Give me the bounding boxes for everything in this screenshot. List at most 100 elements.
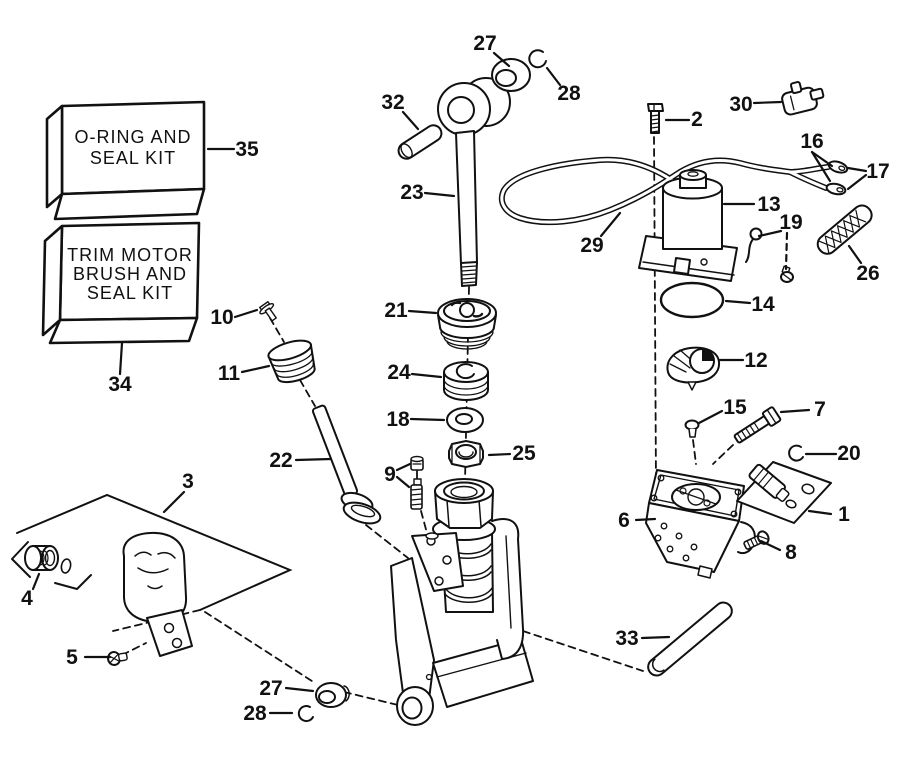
washer [446,407,484,433]
lower-bushing [315,682,350,708]
callout-leader-33-0 [640,635,671,640]
callout-20-26: 20 [837,442,860,465]
valve-cap [410,455,424,471]
callout-leader-21-0 [407,309,438,315]
callout-4-31: 4 [21,587,33,610]
mount-bolt [647,103,664,134]
kit-34-line-3: SEAL KIT [87,283,173,303]
needle-valve [410,478,423,510]
callout-13-8: 13 [757,193,780,216]
callout-leader-29-0 [599,211,622,238]
kit-box-trim-motor-brush [41,221,201,345]
callout-leader-27-0 [492,51,511,68]
callout-32-2: 32 [381,91,404,114]
callout-12-15: 12 [744,349,767,372]
callout-9-25: 9 [384,463,396,486]
callout-leader-11-0 [240,364,271,374]
pump-filter [666,346,721,391]
callout-17-7: 17 [866,160,889,183]
callout-leader-8-0 [759,539,782,552]
callout-leader-26-0 [847,244,863,265]
stern-bracket-outline [16,493,293,611]
manifold-bolt [733,406,782,444]
callout-28-1: 28 [557,82,581,105]
callout-leader-9-1 [395,475,411,489]
reservoir-screw [259,301,277,322]
callout-leader-17-0 [846,166,868,173]
callout-leader-6-0 [634,517,657,522]
callout-26-11: 26 [856,262,879,285]
callout-leader-16-0 [810,150,834,168]
callout-2-4: 2 [691,108,703,131]
callout-6-29: 6 [618,509,630,532]
kit-34-line-2: BRUSH AND [73,264,187,284]
callout-layer: 2728322323016171319292614211012241134351… [21,32,890,725]
piston [443,361,489,401]
callout-1-28: 1 [838,503,850,526]
cylinder-body [390,478,534,726]
callout-leader-28-0 [545,66,562,87]
cylinder-end-cap [437,298,497,350]
callout-33-33: 33 [615,627,638,650]
callout-leader-16-1 [810,150,832,183]
fill-plug [267,339,316,384]
callout-leader-3-0 [162,490,186,514]
thrust-bushing [11,541,92,590]
callout-leader-17-1 [846,173,868,191]
pivot-pin [397,124,443,160]
callout-16-6: 16 [800,130,823,153]
kit-box-oring-seal [45,100,206,221]
cover-screw [107,651,128,667]
callout-leader-19-0 [757,229,783,238]
braided-sleeve [816,204,873,255]
callout-leader-7-0 [779,408,811,414]
wire-terminals [825,160,849,196]
tilt-rod [437,77,511,287]
callout-leader-4-0 [31,572,41,591]
check-plug [684,419,700,438]
callout-leader-15-0 [697,409,724,425]
callout-leader-32-0 [401,110,420,131]
callout-5-32: 5 [66,646,78,669]
callout-leader-10-0 [233,308,259,319]
trim-motor [638,169,738,282]
callout-15-21: 15 [723,396,747,419]
motor-cover [122,531,193,657]
callout-leader-1-0 [807,509,833,516]
kit-35-line-2: SEAL KIT [90,148,176,168]
callout-11-17: 11 [218,362,241,385]
callout-35-19: 35 [235,138,259,161]
callout-19-9: 19 [779,211,802,234]
trim-wire-harness [498,156,831,226]
callout-21-13: 21 [384,299,408,322]
upper-snap-ring [528,49,547,69]
callout-29-10: 29 [580,234,603,257]
callout-22-24: 22 [269,449,292,472]
callout-leader-25-0 [487,452,512,457]
callout-27-0: 27 [473,32,496,55]
kit-35-line-1: O-RING AND [74,127,191,147]
callout-7-22: 7 [814,398,826,421]
callout-23-3: 23 [400,181,423,204]
upper-bushing [491,58,531,92]
callout-24-16: 24 [387,361,411,384]
callout-leader-34-0 [118,341,124,376]
valve-plate-assembly [736,461,832,524]
lower-snap-ring [297,705,314,723]
lock-nut [448,440,484,468]
callout-18-20: 18 [386,408,410,431]
callout-34-18: 34 [108,373,132,396]
connector [781,81,825,116]
callout-30-5: 30 [729,93,752,116]
callout-27-34: 27 [259,677,282,700]
snap-ring-20 [788,444,804,462]
callout-leader-14-0 [724,299,752,305]
callout-3-27: 3 [182,470,194,493]
callout-leader-23-0 [423,191,456,198]
callout-8-30: 8 [785,541,797,564]
callout-14-12: 14 [751,293,775,316]
callout-10-14: 10 [210,306,233,329]
shock-rod [311,404,382,525]
pivot-tube [647,601,733,677]
